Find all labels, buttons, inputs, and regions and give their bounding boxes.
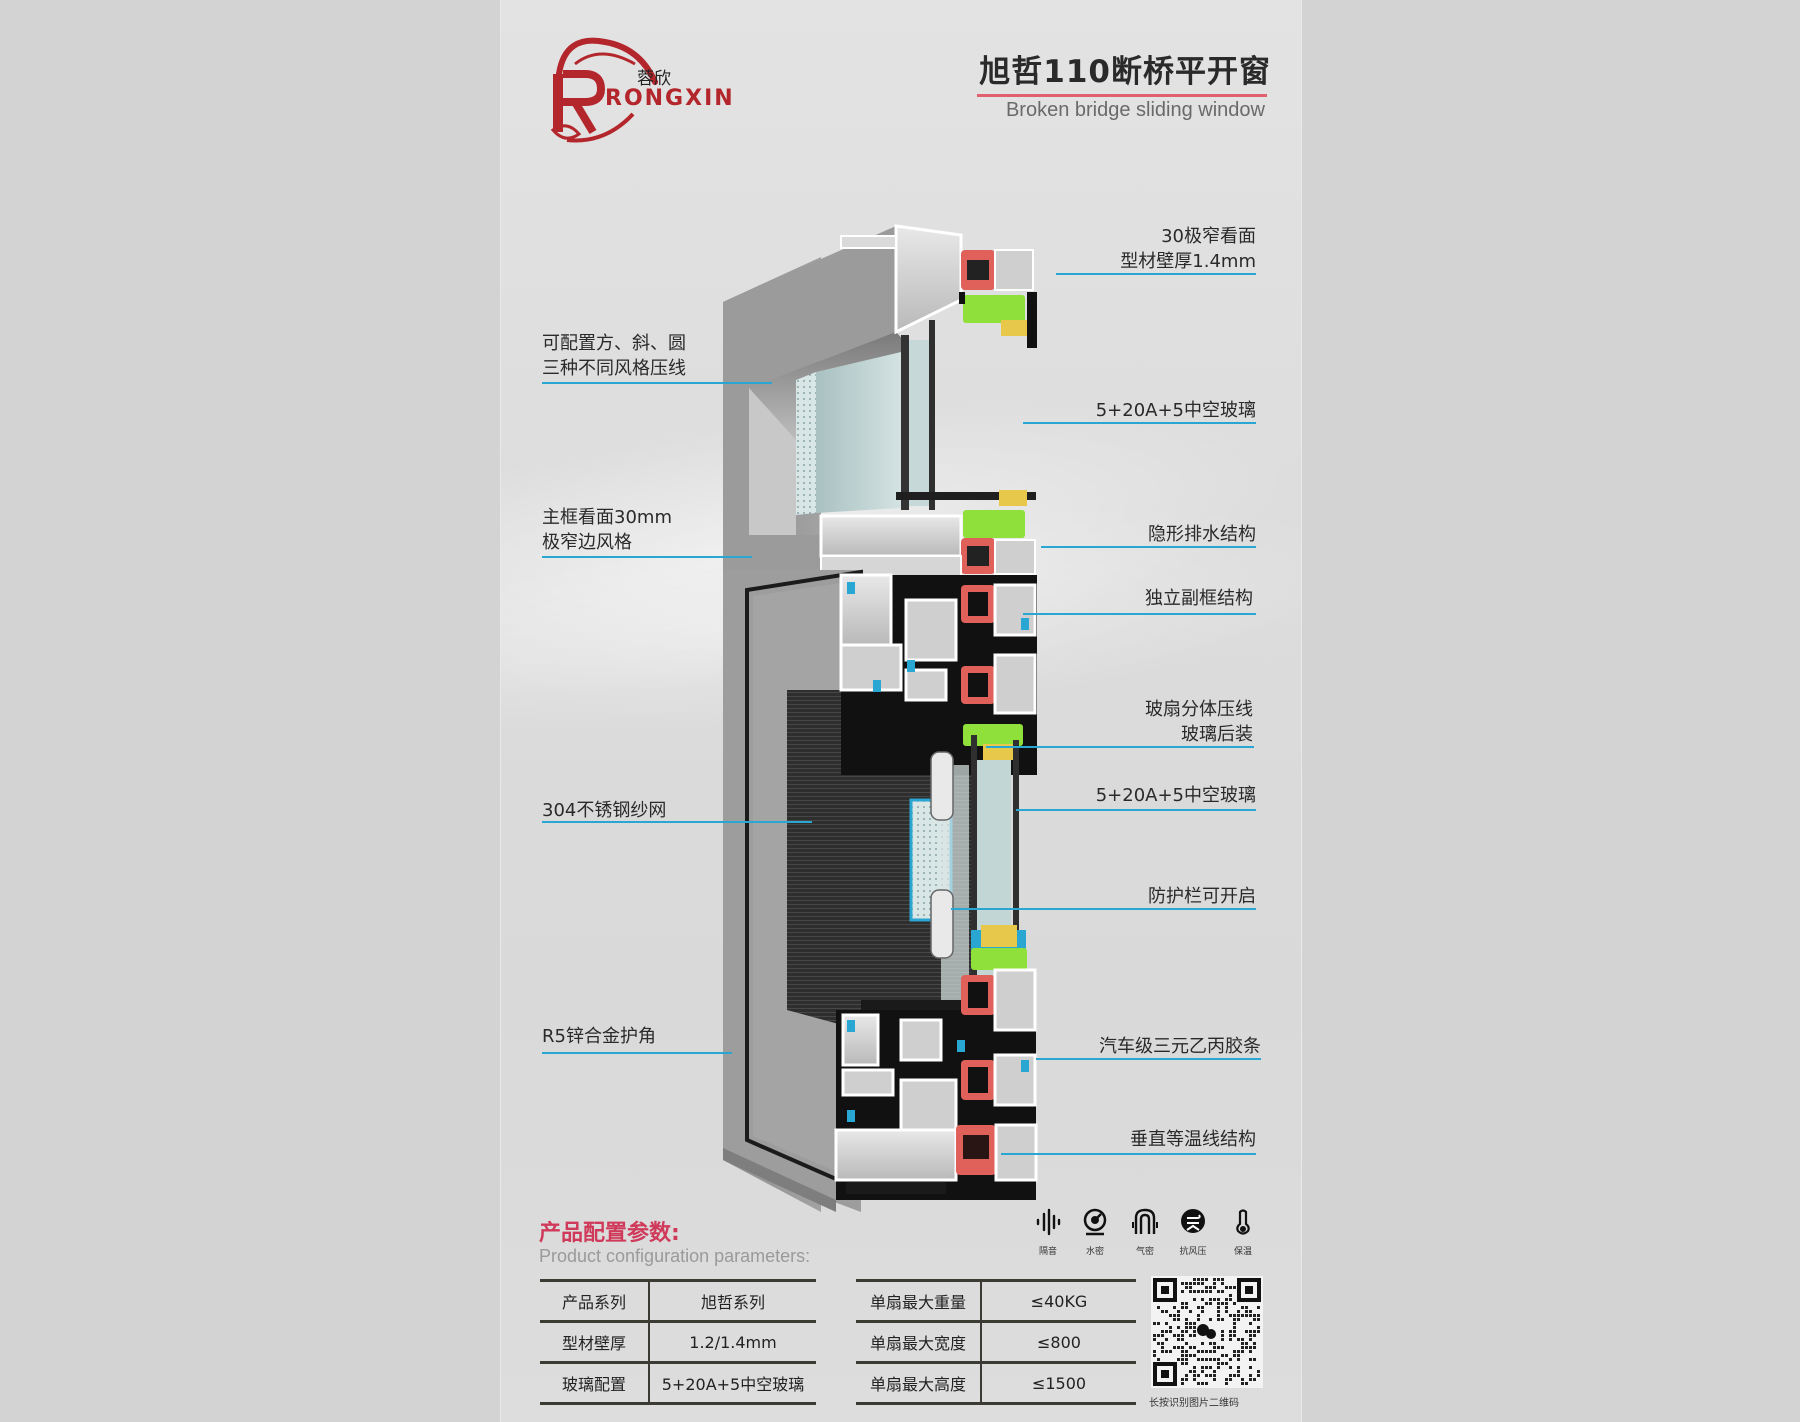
logo-english-name: RONGXIN [605,86,735,111]
leader-line [542,1052,732,1054]
leader-line [542,821,812,823]
guard-rail-hinge [930,751,954,821]
water-tightness-icon [1083,1208,1107,1236]
params-title: 产品配置参数: [539,1221,680,1246]
callout-insulated-glass-lower: 5+20A+5中空玻璃 [1095,785,1256,806]
table-row: 玻璃配置 5+20A+5中空玻璃 [540,1361,816,1405]
feature-water-tightness: 水密 [1073,1208,1117,1257]
callout-openable-guard: 防护栏可开启 [1148,886,1256,907]
table-row: 单扇最大宽度 ≤800 [856,1320,1136,1363]
leader-line [542,556,752,558]
leader-line [951,908,1256,910]
feature-sound-insulation: 隔音 [1026,1208,1070,1257]
upper-glass-bead-bottom [896,492,1036,500]
desiccant-yellow [1001,320,1027,336]
callout-hidden-drainage: 隐形排水结构 [1148,524,1256,545]
air-tightness-icon [1132,1208,1158,1234]
qr-caption: 长按识别图片二维码 [1149,1398,1239,1409]
feature-thermal-insulation: 保温 [1221,1208,1265,1257]
feature-air-tightness: 气密 [1123,1208,1167,1257]
sound-insulation-icon [1036,1208,1061,1236]
thermal-insulation-icon [1236,1209,1250,1235]
upper-glass-dotted [796,372,816,515]
table-row: 单扇最大重量 ≤40KG [856,1279,1136,1322]
feature-wind-pressure: 抗风压 [1171,1208,1215,1257]
callout-independent-subframe: 独立副框结构 [1145,588,1253,609]
callout-glazing-bead-styles: 可配置方、斜、圆 三种不同风格压线 [542,333,686,379]
callout-stainless-mesh: 304不锈钢纱网 [542,800,667,821]
table-row: 单扇最大高度 ≤1500 [856,1361,1136,1405]
product-poster: 蓉欣 RONGXIN 旭哲110断桥平开窗 Broken bridge slid… [500,0,1302,1422]
leader-line [1041,546,1256,548]
leader-line [1016,809,1256,811]
callout-vertical-isotherm: 垂直等温线结构 [1130,1129,1256,1150]
wechat-icon [1197,1324,1209,1336]
leader-line [542,382,772,384]
callout-insulated-glass-upper: 5+20A+5中空玻璃 [1095,400,1256,421]
callout-narrow-sightline: 30极窄看面 型材壁厚1.4mm [1120,226,1256,272]
leader-line [1036,1058,1261,1060]
qr-code[interactable] [1151,1276,1263,1388]
callout-split-bead-rear-glazing: 玻扇分体压线 玻璃后装 [1145,699,1253,745]
upper-glass-spacer [901,335,909,510]
table-row: 型材壁厚 1.2/1.4mm [540,1320,816,1363]
upper-glass-pane [816,352,901,513]
wind-pressure-icon [1181,1209,1205,1233]
logo-chinese-name: 蓉欣 [637,69,671,89]
top-profile [894,224,963,335]
params-subtitle: Product configuration parameters: [539,1246,811,1266]
params-table-left: 产品系列 旭哲系列 型材壁厚 1.2/1.4mm 玻璃配置 5+20A+5中空玻… [540,1279,816,1405]
leader-line [1023,613,1256,615]
product-subtitle: Broken bridge sliding window [1005,99,1265,121]
leader-line [1056,273,1256,275]
leader-line [1023,422,1256,424]
params-table-right: 单扇最大重量 ≤40KG 单扇最大宽度 ≤800 单扇最大高度 ≤1500 [856,1279,1136,1405]
logo-emblem-icon [550,37,658,143]
window-cross-section-illustration [723,224,1038,1212]
gasket-blue [847,582,855,594]
upper-frame-face [723,226,896,570]
brand-logo: 蓉欣 RONGXIN [545,34,733,144]
epdm-gasket-green [963,295,1025,323]
product-title: 旭哲110断桥平开窗 [979,54,1271,90]
title-divider [977,94,1267,97]
leader-line [1001,1153,1256,1155]
callout-main-frame-30mm: 主框看面30mm 极窄边风格 [542,507,672,553]
table-row: 产品系列 旭哲系列 [540,1279,816,1322]
callout-zinc-corner: R5锌合金护角 [542,1026,656,1047]
callout-epdm-gasket: 汽车级三元乙丙胶条 [1099,1036,1261,1057]
stainless-steel-mesh [787,690,971,1060]
leader-line [986,746,1254,748]
